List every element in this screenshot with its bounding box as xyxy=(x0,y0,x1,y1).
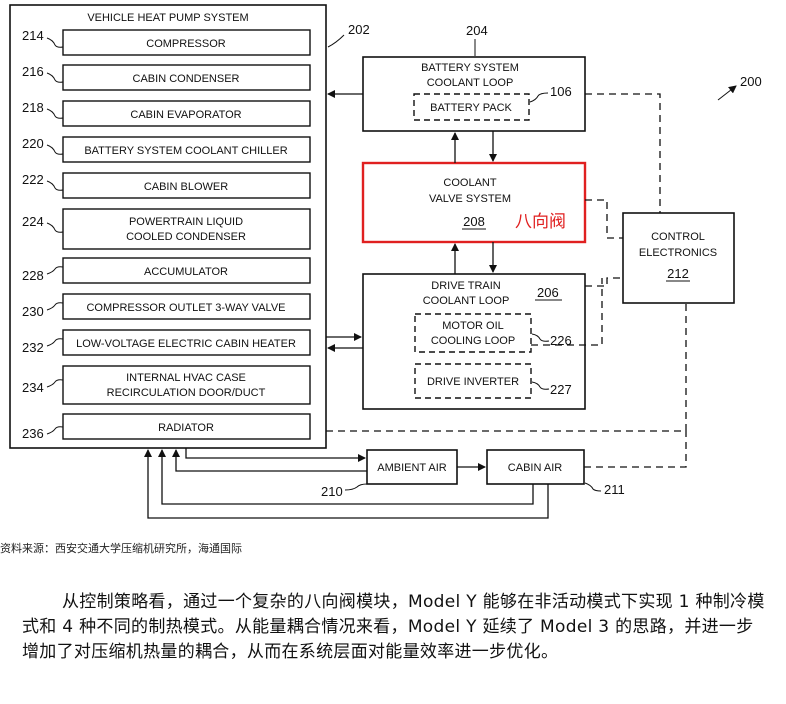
cabin-blower-label: CABIN BLOWER xyxy=(144,181,228,193)
battery-loop-line2: COOLANT LOOP xyxy=(427,77,514,89)
cabin-evaporator-label: CABIN EVAPORATOR xyxy=(130,109,241,121)
control-line2: ELECTRONICS xyxy=(639,247,717,259)
ref-220: 220 xyxy=(22,136,44,151)
ref-204: 204 xyxy=(466,23,488,38)
valve-annotation: 八向阀 xyxy=(515,212,566,232)
ambient-air-label: AMBIENT AIR xyxy=(377,462,447,474)
ref-234: 234 xyxy=(22,380,44,395)
component-cabin-heater: LOW-VOLTAGE ELECTRIC CABIN HEATER 232 xyxy=(22,329,311,356)
source-note: 资料来源：西安交通大学压缩机研究所，海通国际 xyxy=(0,542,242,555)
heat-pump-title: VEHICLE HEAT PUMP SYSTEM xyxy=(87,12,248,24)
cabin-air: CABIN AIR 211 xyxy=(486,449,625,497)
compressor-label: COMPRESSOR xyxy=(146,38,226,50)
drive-loop-line2: COOLANT LOOP xyxy=(423,295,510,307)
motor-oil-box xyxy=(414,313,532,353)
powertrain-condenser-label-1: POWERTRAIN LIQUID xyxy=(129,216,243,228)
ambient-air: AMBIENT AIR 210 xyxy=(321,449,458,499)
accumulator-label: ACCUMULATOR xyxy=(144,266,228,278)
motor-oil-line1: MOTOR OIL xyxy=(442,320,504,332)
control-box xyxy=(622,212,735,304)
drive-loop-box xyxy=(362,273,586,410)
radiator-label: RADIATOR xyxy=(158,422,214,434)
cabin-heater-label: LOW-VOLTAGE ELECTRIC CABIN HEATER xyxy=(76,338,296,350)
ref-228: 228 xyxy=(22,268,44,283)
ref-218: 218 xyxy=(22,100,44,115)
ref-202: 202 xyxy=(348,22,370,37)
ref-216: 216 xyxy=(22,64,44,79)
cabin-air-label: CABIN AIR xyxy=(508,462,562,474)
component-cabin-blower: CABIN BLOWER 222 xyxy=(22,172,311,199)
component-radiator: RADIATOR 236 xyxy=(22,413,311,441)
heat-pump-system: VEHICLE HEAT PUMP SYSTEM 202 COMPRESSOR … xyxy=(9,4,370,449)
component-three-way-valve: COMPRESSOR OUTLET 3-WAY VALVE 230 xyxy=(22,293,311,320)
component-hvac-recirculation: INTERNAL HVAC CASE RECIRCULATION DOOR/DU… xyxy=(22,365,311,405)
valve-ref: 208 xyxy=(463,214,485,229)
ref-210: 210 xyxy=(321,484,343,499)
analysis-paragraph: 从控制策略看，通过一个复杂的八向阀模块，Model Y 能够在非活动模式下实现 … xyxy=(22,592,765,662)
component-battery-chiller: BATTERY SYSTEM COOLANT CHILLER 220 xyxy=(22,136,311,163)
drive-loop-line1: DRIVE TRAIN xyxy=(431,280,501,292)
control-lines xyxy=(326,93,687,468)
coolant-valve-system: COOLANT VALVE SYSTEM 208 八向阀 xyxy=(361,161,587,244)
ref-200: 200 xyxy=(740,74,762,89)
ref-224: 224 xyxy=(22,214,44,229)
hvac-recirculation-label-1: INTERNAL HVAC CASE xyxy=(126,372,246,384)
battery-chiller-label: BATTERY SYSTEM COOLANT CHILLER xyxy=(84,145,287,157)
battery-loop-line1: BATTERY SYSTEM xyxy=(421,62,519,74)
valve-highlight-box xyxy=(361,161,587,244)
ref-226: 226 xyxy=(550,333,572,348)
valve-line2: VALVE SYSTEM xyxy=(429,193,511,205)
drive-coolant-loop: DRIVE TRAIN COOLANT LOOP 206 MOTOR OIL C… xyxy=(362,273,586,410)
battery-pack-label: BATTERY PACK xyxy=(430,102,512,114)
ref-211: 211 xyxy=(604,482,625,497)
ref-227: 227 xyxy=(550,382,572,397)
hvac-recirculation-label-2: RECIRCULATION DOOR/DUCT xyxy=(107,387,266,399)
ref-236: 236 xyxy=(22,426,44,441)
cabin-condenser-label: CABIN CONDENSER xyxy=(133,73,240,85)
flow-connectors xyxy=(144,90,549,519)
component-powertrain-condenser: POWERTRAIN LIQUID COOLED CONDENSER 224 xyxy=(22,208,311,250)
heat-pump-system-box xyxy=(9,4,327,449)
battery-coolant-loop: BATTERY SYSTEM COOLANT LOOP 204 BATTERY … xyxy=(362,23,586,132)
ref-232: 232 xyxy=(22,340,44,355)
three-way-valve-label: COMPRESSOR OUTLET 3-WAY VALVE xyxy=(86,302,285,314)
ref-206: 206 xyxy=(537,285,559,300)
powertrain-condenser-label-2: COOLED CONDENSER xyxy=(126,231,246,243)
control-line1: CONTROL xyxy=(651,231,705,243)
component-cabin-evaporator: CABIN EVAPORATOR 218 xyxy=(22,100,311,127)
valve-line1: COOLANT xyxy=(443,177,496,189)
ref-230: 230 xyxy=(22,304,44,319)
control-ref: 212 xyxy=(667,266,689,281)
ref-214: 214 xyxy=(22,28,44,43)
component-accumulator: ACCUMULATOR 228 xyxy=(22,257,311,284)
ref-106: 106 xyxy=(550,84,572,99)
component-compressor: COMPRESSOR 214 xyxy=(22,28,311,56)
motor-oil-line2: COOLING LOOP xyxy=(431,335,515,347)
component-cabin-condenser: CABIN CONDENSER 216 xyxy=(22,64,311,91)
drive-inverter-label: DRIVE INVERTER xyxy=(427,376,519,388)
heat-pump-diagram: VEHICLE HEAT PUMP SYSTEM 202 COMPRESSOR … xyxy=(9,4,762,519)
drive-inverter-box xyxy=(414,363,532,399)
control-electronics: CONTROL ELECTRONICS 212 xyxy=(622,212,735,304)
ref-222: 222 xyxy=(22,172,44,187)
